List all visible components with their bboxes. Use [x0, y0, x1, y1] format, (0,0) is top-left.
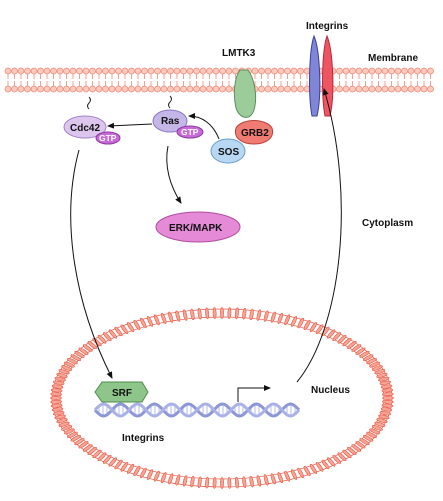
arrow-ras-to-erk	[166, 145, 182, 204]
srf-label: SRF	[112, 388, 132, 399]
erk-mapk-node	[155, 211, 241, 243]
arrow-cdc42-to-srf	[70, 149, 113, 379]
ras-lipid-anchor	[168, 95, 172, 109]
sos-label: SOS	[218, 147, 239, 158]
nucleus-label: Nucleus	[311, 385, 350, 396]
sos-protein	[210, 138, 246, 164]
erk-mapk-label: ERK/MAPK	[169, 223, 223, 234]
cdc42-gtp-label: GTP	[99, 133, 117, 143]
ras-label: Ras	[161, 116, 180, 127]
grb2-label: GRB2	[241, 128, 269, 139]
lmtk3-label: LMTK3	[222, 48, 256, 59]
ras-gtp-label: GTP	[181, 127, 199, 137]
srf-protein	[94, 381, 149, 403]
arrow-sos-to-ras	[188, 113, 220, 140]
integrins-top-label: Integrins	[306, 21, 349, 32]
lmtk3-protein	[233, 69, 257, 118]
cdc42-gtp-badge	[95, 131, 121, 145]
arrow-gene-to-integrins	[296, 88, 342, 383]
cytoplasm-label: Cytoplasm	[362, 218, 413, 229]
cdc42-label: Cdc42	[70, 123, 100, 134]
integrins-gene-label: Integrins	[122, 433, 165, 444]
dna-double-helix	[93, 402, 301, 418]
cdc42-lipid-anchor	[87, 96, 91, 110]
ras-gtp-badge	[176, 125, 204, 139]
cell-membrane	[4, 67, 434, 93]
arrow-ras-to-cdc42	[107, 122, 153, 129]
integrin-receptor	[309, 34, 334, 117]
nuclear-envelope	[50, 307, 394, 489]
cdc42-protein	[63, 115, 107, 139]
grb2-protein	[234, 120, 274, 145]
ras-protein	[152, 109, 188, 133]
membrane-label: Membrane	[368, 53, 418, 64]
transcription-start-arrow	[237, 385, 271, 402]
